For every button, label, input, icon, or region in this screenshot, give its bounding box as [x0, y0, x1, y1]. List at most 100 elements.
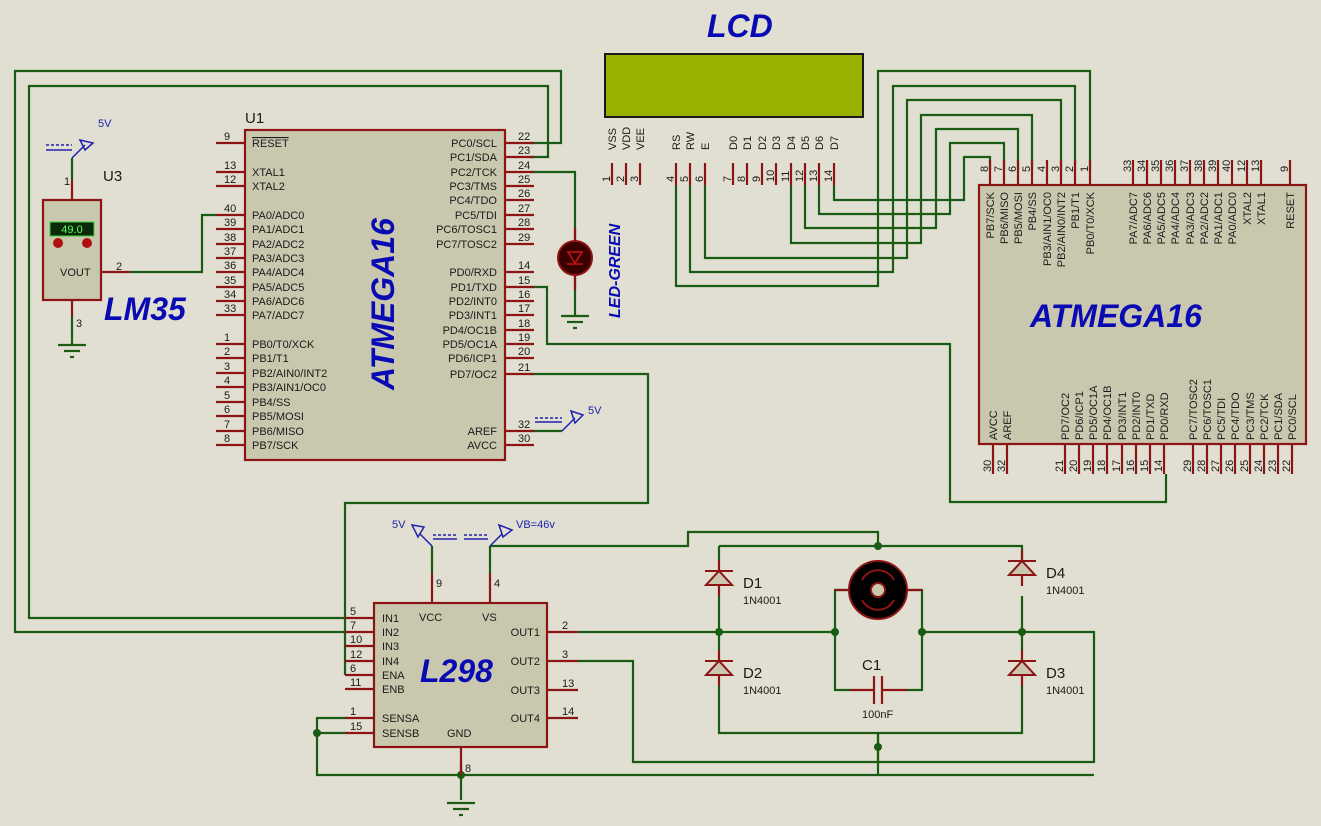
wire-rw-pb1: [688, 84, 1077, 274]
pin-name: PB3/AIN1/OC0: [1042, 192, 1054, 266]
pin-number: 14: [1153, 460, 1165, 472]
u2-label: ATMEGA16: [1029, 298, 1202, 334]
wire-motor-left: [833, 588, 850, 632]
lcd-display: LCD: [604, 8, 864, 118]
pin-number: 10: [350, 634, 362, 646]
diode-part: 1N4001: [743, 685, 782, 697]
pin-name: RS: [671, 135, 683, 150]
wire-rs-pb0: [674, 69, 1092, 288]
pin-number: 29: [518, 232, 530, 244]
pin-name: XTAL1: [252, 167, 285, 179]
pin-number: 17: [1111, 460, 1123, 472]
decrement-button[interactable]: [53, 238, 63, 248]
pin-name: XTAL1: [1256, 192, 1268, 225]
pin-name: PC0/SCL: [1287, 394, 1299, 440]
pin-number: 4: [494, 578, 500, 590]
wire-sensa: [315, 716, 1094, 777]
pin-number: 13: [808, 170, 820, 182]
pin-name: PD1/TXD: [451, 282, 498, 294]
wire-out2: [578, 630, 1096, 764]
wire-motor-right: [907, 588, 924, 632]
pin-number: 22: [1281, 460, 1293, 472]
pin-name: PB7/SCK: [252, 440, 299, 452]
increment-button[interactable]: [82, 238, 92, 248]
pin-number: 23: [1267, 460, 1279, 472]
pin-number: 30: [518, 433, 530, 445]
l298-vcc-supply: 5V: [392, 519, 406, 531]
pin-number: 6: [694, 176, 706, 182]
junction: [918, 628, 926, 636]
pin-number: 3: [224, 361, 230, 373]
pin-number: 36: [224, 260, 236, 272]
pin-number: 11: [350, 677, 361, 689]
pin-name: D6: [814, 136, 826, 150]
pin-number: 26: [518, 188, 530, 200]
pin-number: 24: [518, 160, 530, 172]
pin-name: PD7/OC2: [1060, 393, 1072, 440]
pin-name: ENB: [382, 684, 405, 696]
pin-number: 15: [518, 275, 530, 287]
pin-name: PC7/TOSC2: [1188, 379, 1200, 440]
pins: 9RESET13XTAL112XTAL240PA0/ADC039PA1/ADC1…: [216, 127, 1299, 740]
lm35-supply-label: 5V: [98, 118, 112, 130]
diode-ref: D3: [1046, 665, 1065, 682]
wires: [13, 69, 1168, 800]
pin-number: 39: [1207, 160, 1219, 172]
pin-name: XTAL2: [1242, 192, 1254, 225]
diode-ref: D4: [1046, 565, 1065, 582]
pin-number: 29: [1182, 460, 1194, 472]
pin-number: 13: [224, 160, 236, 172]
pin-name: OUT3: [511, 685, 540, 697]
pin-name: PA6/ADC6: [252, 296, 304, 308]
pin-name: PB4/SS: [1027, 192, 1039, 231]
pin-number: 1: [224, 332, 230, 344]
pin-name: PC4/TDO: [1230, 392, 1242, 440]
pin-number: 34: [1136, 160, 1148, 172]
pin-number: 12: [224, 174, 236, 186]
pin-name: PD6/ICP1: [448, 353, 497, 365]
pin-number: 6: [350, 663, 356, 675]
pin-number: 5: [1021, 166, 1033, 172]
junction: [715, 628, 723, 636]
pin-name: PD2/INT0: [449, 296, 497, 308]
pin-number: 3: [629, 176, 641, 182]
pin-name: PB2/AIN0/INT2: [252, 368, 327, 380]
pin-name: PB1/T1: [1070, 192, 1082, 229]
pin-name: D1: [742, 136, 754, 150]
l298-body: [372, 601, 549, 749]
pin-number: 20: [518, 346, 530, 358]
pin-number: 33: [1122, 160, 1134, 172]
pin-number: 4: [224, 375, 230, 387]
wire-vs-bridge: [490, 530, 880, 548]
pin-number: 5: [224, 390, 230, 402]
pin-number: 21: [1054, 460, 1066, 472]
pin-number: 13: [1250, 160, 1262, 172]
pin-name: PC0/SCL: [451, 138, 497, 150]
lm35-sensor: 49.0 VOUT 1 2 3 U3 5V LM35: [41, 118, 187, 359]
pin-name: PC5/TDI: [455, 210, 497, 222]
pin-name: VDD: [621, 127, 633, 150]
pin-name: PB4/SS: [252, 397, 291, 409]
junction: [874, 542, 882, 550]
pin-number: 2: [116, 261, 122, 273]
pin-name: GND: [447, 728, 472, 740]
pin-number: 14: [823, 170, 835, 182]
dc-motor[interactable]: [835, 560, 922, 620]
pin-number: 38: [1193, 160, 1205, 172]
atmega16-u2: ATMEGA16: [977, 183, 1308, 446]
l298-vs-supply: VB=46v: [516, 519, 555, 531]
pin-number: 4: [665, 176, 677, 182]
pin-number: 12: [1236, 160, 1248, 172]
pin-name: D0: [728, 136, 740, 150]
pin-number: 35: [1150, 160, 1162, 172]
capacitor-c1: C1 100nF: [850, 657, 907, 721]
junction: [313, 729, 321, 737]
pin-name: VSS: [607, 128, 619, 150]
pin-name: IN2: [382, 627, 399, 639]
pin-name: PC5/TDI: [1216, 398, 1228, 440]
pin-number: 15: [1139, 460, 1151, 472]
pin-number: 32: [518, 419, 530, 431]
wire-lm35-pa0: [130, 213, 216, 274]
pin-number: 8: [736, 176, 748, 182]
